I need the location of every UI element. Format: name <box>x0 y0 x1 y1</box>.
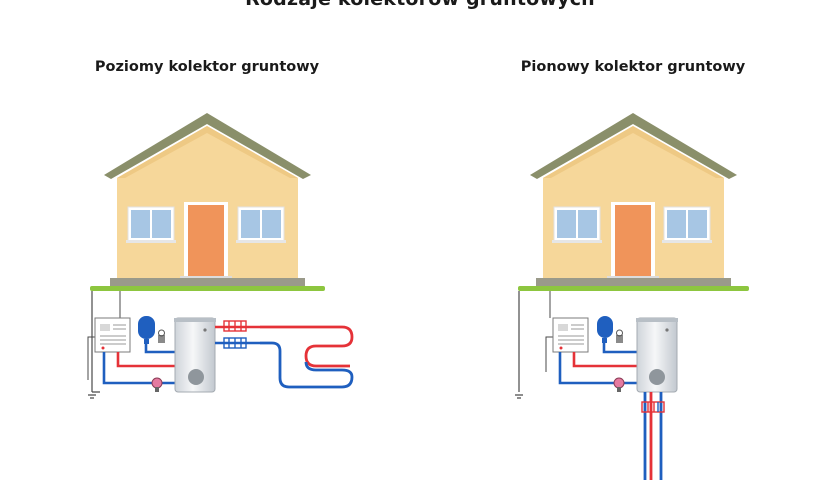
heating-system-left <box>87 291 354 399</box>
circulation-pump <box>613 377 625 392</box>
pipe-supply <box>116 352 175 368</box>
horizontal-collector-hot-loop <box>260 325 354 368</box>
manifold <box>215 320 260 349</box>
house-left <box>90 113 325 291</box>
window <box>551 206 603 244</box>
expansion-vessel <box>138 316 155 344</box>
heat-pump-tank <box>174 317 216 393</box>
heating-system-right <box>515 291 678 480</box>
door <box>607 202 659 280</box>
window <box>235 206 287 244</box>
foundation <box>110 278 305 286</box>
panel-title-horizontal: Poziomy kolektor gruntowy <box>94 59 320 75</box>
house-right <box>518 113 749 291</box>
grass-strip <box>518 286 749 291</box>
door <box>180 202 232 280</box>
horizontal-collector-cold-loop <box>260 341 354 389</box>
circulation-pump <box>151 377 163 392</box>
heat-pump-controller <box>94 317 131 353</box>
valve <box>616 329 623 343</box>
heat-pump-tank <box>636 317 678 393</box>
grass-strip <box>90 286 325 291</box>
panel-title-vertical: Pionowy kolektor gruntowy <box>520 59 746 75</box>
valve <box>158 329 165 343</box>
foundation <box>536 278 731 286</box>
diagram-title: Rodzaje kolektorów gruntowych <box>0 0 840 10</box>
vertical-collector-probe <box>641 392 665 480</box>
pipe-return <box>558 352 637 385</box>
pipe-supply <box>572 352 637 368</box>
window <box>125 206 177 244</box>
control-wire <box>91 291 100 393</box>
window <box>661 206 713 244</box>
pipe-return <box>102 352 175 385</box>
heat-pump-controller <box>552 317 589 353</box>
expansion-vessel <box>597 316 613 343</box>
